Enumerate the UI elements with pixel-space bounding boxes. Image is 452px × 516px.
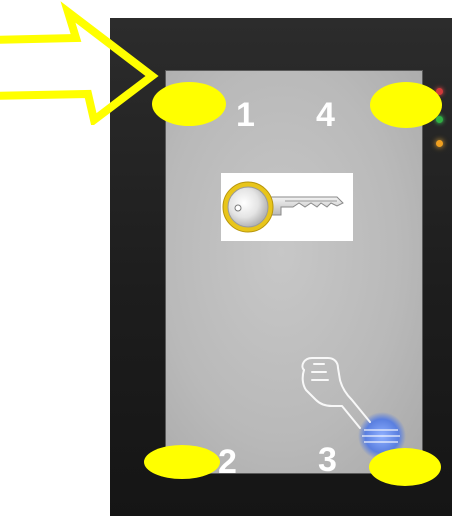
status-led-orange — [436, 140, 443, 147]
status-led-green — [436, 116, 443, 123]
corner-marker-4[interactable] — [370, 82, 442, 128]
pointing-hand-icon — [290, 350, 410, 460]
arrow-icon — [0, 0, 170, 125]
corner-marker-3[interactable] — [369, 448, 441, 486]
corner-label-1: 1 — [236, 98, 255, 132]
corner-label-2: 2 — [218, 445, 237, 479]
corner-marker-2[interactable] — [144, 445, 220, 479]
corner-label-3: 3 — [318, 443, 337, 477]
corner-label-4: 4 — [316, 98, 335, 132]
key-icon — [221, 173, 353, 241]
